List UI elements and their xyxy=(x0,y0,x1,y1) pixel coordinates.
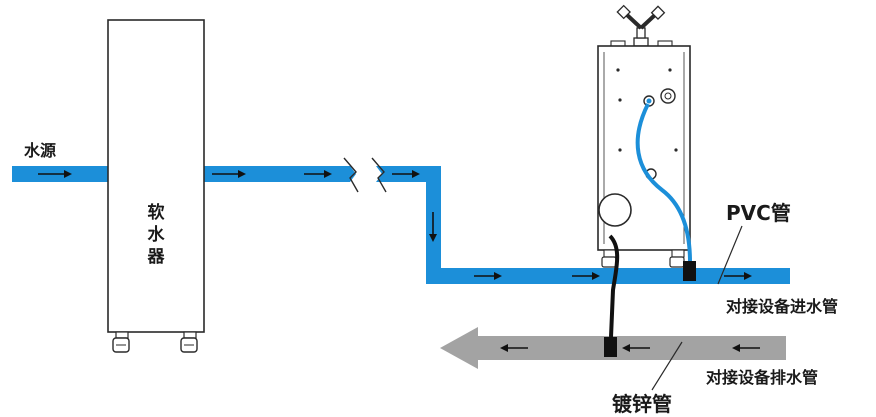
supply-pipe-outlet-segment xyxy=(204,166,356,182)
drain-connection-label: 对接设备排水管 xyxy=(706,368,818,387)
drain-hose-connector xyxy=(604,337,617,357)
machine-caster-left xyxy=(601,256,617,268)
flow-arrow xyxy=(304,170,332,178)
softener-caster-right xyxy=(180,331,198,353)
inlet-hose-connector xyxy=(683,261,696,281)
pipe-break-mark-left xyxy=(343,157,359,193)
supply-pipe-horizontal xyxy=(426,268,790,284)
flow-arrow xyxy=(212,170,246,178)
blue-inlet-hose xyxy=(635,103,692,263)
softener-label-char: 水 xyxy=(148,224,166,245)
softener-label-char: 软 xyxy=(148,202,165,223)
pvc-pipe-label: PVC管 xyxy=(726,201,791,225)
softener-caster-left xyxy=(112,331,130,353)
drain-pipe-arrowhead xyxy=(440,327,478,369)
water-softener-unit xyxy=(107,19,205,353)
flow-arrows xyxy=(38,170,760,352)
pipe-break-mark-right xyxy=(371,157,387,193)
machine-caster-right xyxy=(669,256,685,268)
inlet-connection-label: 对接设备进水管 xyxy=(726,297,838,316)
flow-arrow xyxy=(572,272,600,280)
galvanized-pipe-label: 镀锌管 xyxy=(612,392,672,416)
flow-arrow xyxy=(724,272,752,280)
galvanized-leader-line xyxy=(651,341,683,391)
water-source-label: 水源 xyxy=(24,141,56,160)
flow-arrow xyxy=(622,344,650,352)
flow-arrow xyxy=(38,170,72,178)
softener-label-char: 器 xyxy=(147,247,166,267)
flow-arrow xyxy=(500,344,528,352)
pvc-leader-line xyxy=(717,225,743,285)
flow-arrow xyxy=(392,170,420,178)
softener-label: 软 水 器 xyxy=(147,202,166,267)
flow-arrow xyxy=(429,212,437,242)
large-drain-port xyxy=(598,193,632,227)
softener-cabinet xyxy=(107,19,205,333)
black-drain-hose xyxy=(608,234,620,338)
flow-arrow xyxy=(474,272,502,280)
top-valve-assembly xyxy=(610,4,673,48)
equipment-machine xyxy=(597,4,696,357)
flow-arrow xyxy=(732,344,760,352)
